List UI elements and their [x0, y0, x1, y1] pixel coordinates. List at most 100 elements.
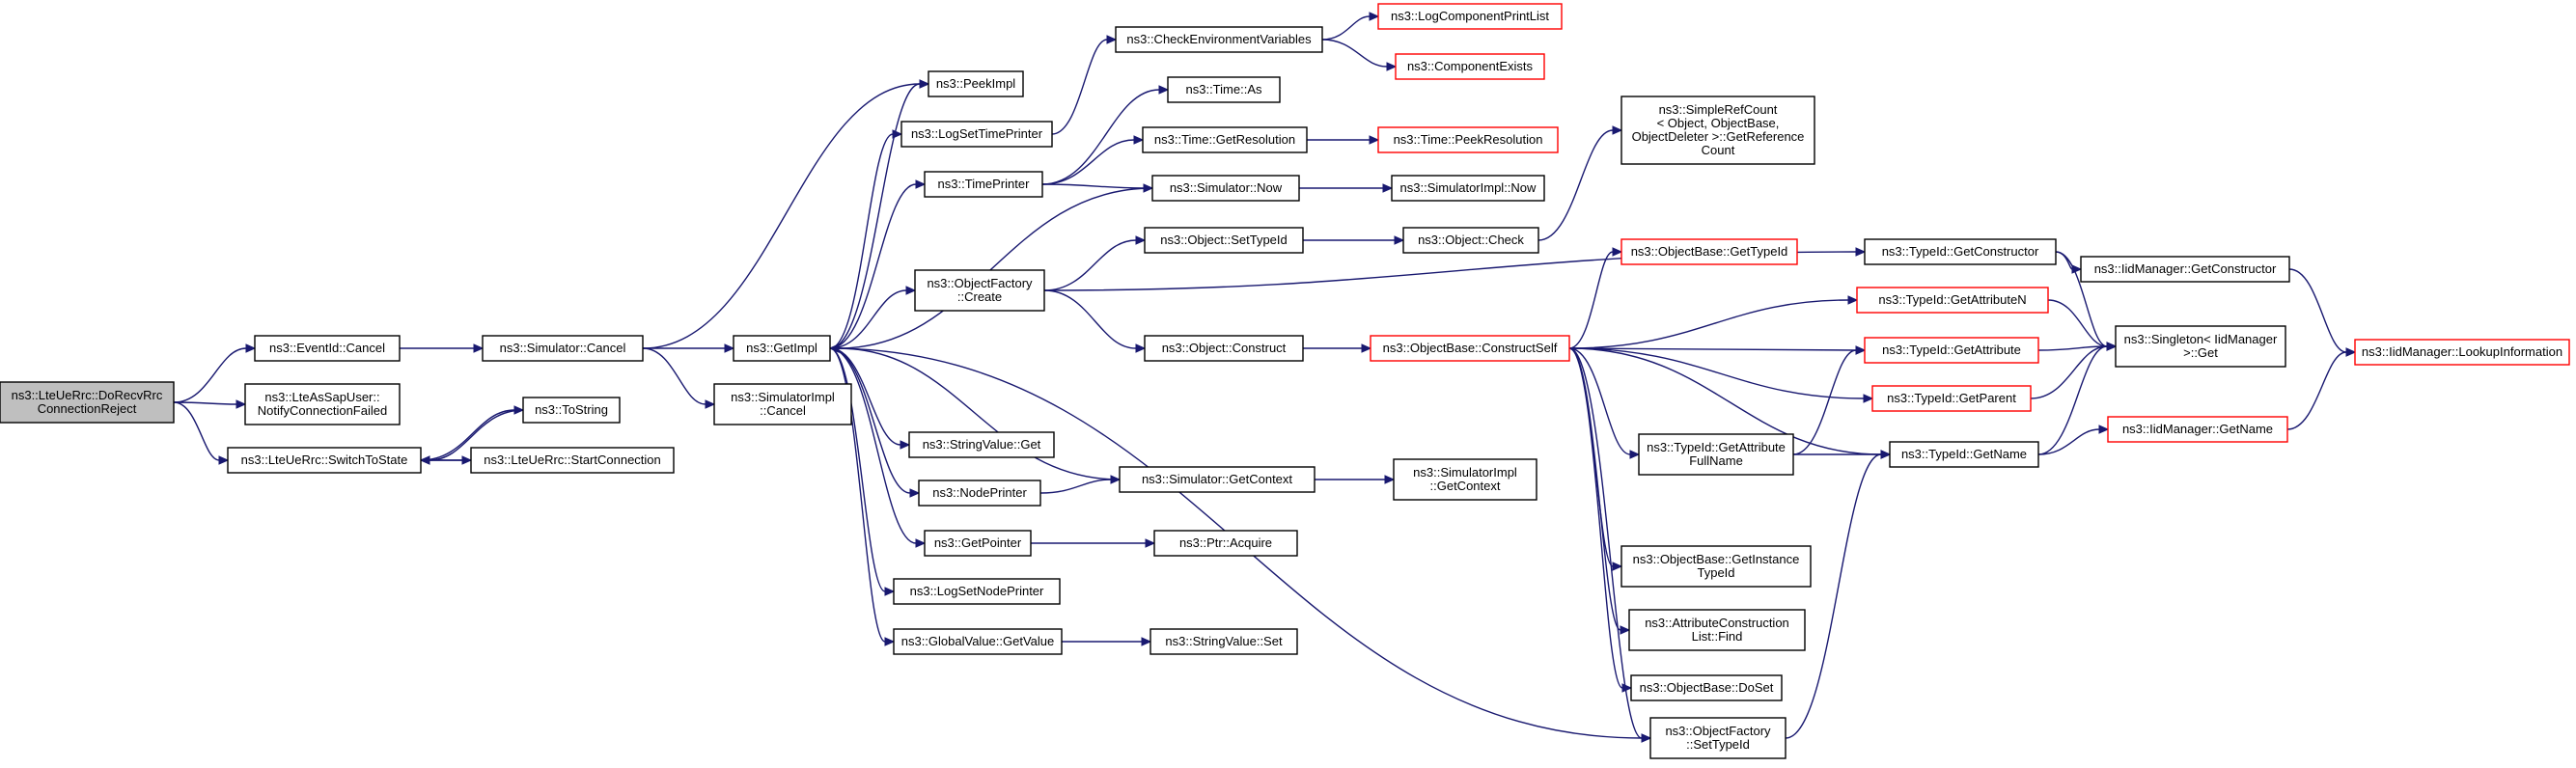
function-node-ns3-iidmanager-getconstructor[interactable]: ns3::IidManager::GetConstructor [2080, 256, 2290, 283]
function-node-ns3-simulator-now[interactable]: ns3::Simulator::Now [1151, 175, 1300, 202]
node-box [733, 335, 831, 362]
call-edge [400, 343, 485, 353]
function-node-ns3-lteuerrc-startconnection[interactable]: ns3::LteUeRrc::StartConnection [470, 447, 675, 474]
function-node-ns3-nodeprinter[interactable]: ns3::NodePrinter [918, 480, 1041, 507]
function-node-ns3-peekimpl[interactable]: ns3::PeekImpl [928, 70, 1024, 97]
function-node-ns3-simulatorimpl-cancel[interactable]: ns3::SimulatorImpl::Cancel [713, 383, 852, 425]
node-box [1628, 609, 1806, 651]
function-node-ns3-stringvalue-set[interactable]: ns3::StringValue::Set [1150, 628, 1298, 655]
node-label-line: ns3::Object::Check [1418, 233, 1524, 247]
function-node-ns3-tostring[interactable]: ns3::ToString [522, 397, 621, 424]
function-node-ns3-typeid-getparent[interactable]: ns3::TypeId::GetParent [1871, 385, 2032, 412]
function-node-ns3-timeprinter[interactable]: ns3::TimePrinter [924, 171, 1043, 198]
function-node-ns3-iidmanager-getname[interactable]: ns3::IidManager::GetName [2107, 416, 2288, 443]
call-edge [829, 79, 930, 349]
call-edge [1062, 637, 1152, 646]
node-label-line: List::Find [1692, 629, 1743, 644]
call-edge [1051, 35, 1118, 135]
function-nodes: ns3::LteUeRrc::DoRecvRrcConnectionReject… [0, 3, 2570, 759]
call-edge [1041, 85, 1170, 185]
node-label-line: ns3::TypeId::GetAttribute [1882, 343, 2021, 357]
function-node-ns3-typeid-getname[interactable]: ns3::TypeId::GetName [1889, 441, 2039, 468]
function-node-ns3-getimpl[interactable]: ns3::GetImpl [733, 335, 831, 362]
function-node-ns3-objectfactory-settypeid[interactable]: ns3::ObjectFactory::SetTypeId [1649, 717, 1787, 759]
call-edge [642, 347, 716, 409]
node-box [1871, 385, 2032, 412]
node-box [2107, 416, 2288, 443]
function-node-ns3-object-construct[interactable]: ns3::Object::Construct [1144, 335, 1304, 362]
node-label-line: ns3::PeekImpl [936, 76, 1015, 91]
function-node-ns3-simplerefcount-object-objectbase-objectdeleter-getreference-count[interactable]: ns3::SimpleRefCount< Object, ObjectBase,… [1620, 96, 1815, 165]
node-label-line: ns3::SimulatorImpl [1413, 465, 1517, 480]
node-box [928, 70, 1024, 97]
function-node-ns3-time-getresolution[interactable]: ns3::Time::GetResolution [1142, 126, 1308, 153]
function-node-ns3-globalvalue-getvalue[interactable]: ns3::GlobalValue::GetValue [893, 628, 1063, 655]
function-node-ns3-logcomponentprintlist[interactable]: ns3::LogComponentPrintList [1377, 3, 1563, 30]
function-node-ns3-object-check[interactable]: ns3::Object::Check [1402, 227, 1539, 254]
node-box [908, 431, 1055, 458]
function-node-ns3-logsettimeprinter[interactable]: ns3::LogSetTimePrinter [900, 121, 1053, 148]
node-box [227, 447, 422, 474]
node-label-line: ns3::TypeId::GetAttributeN [1878, 292, 2026, 307]
function-node-ns3-iidmanager-lookupinformation[interactable]: ns3::IidManager::LookupInformation [2354, 339, 2570, 366]
function-node-ns3-simulator-getcontext[interactable]: ns3::Simulator::GetContext [1119, 466, 1316, 493]
node-box [522, 397, 621, 424]
function-node-ns3-lteuerrc-switchtostate[interactable]: ns3::LteUeRrc::SwitchToState [227, 447, 422, 474]
node-box [924, 171, 1043, 198]
node-label-line: ns3::ObjectBase::GetInstance [1633, 552, 1800, 566]
function-node-ns3-componentexists[interactable]: ns3::ComponentExists [1395, 53, 1545, 80]
call-edge [1043, 235, 1147, 291]
node-box [1393, 458, 1537, 501]
node-label-line: ns3::LogSetNodePrinter [910, 584, 1044, 598]
node-label-line: ns3::SimulatorImpl::Now [1400, 180, 1537, 195]
function-node-ns3-simulatorimpl-now[interactable]: ns3::SimulatorImpl::Now [1391, 175, 1545, 202]
function-node-ns3-time-peekresolution[interactable]: ns3::Time::PeekResolution [1377, 126, 1559, 153]
function-node-ns3-objectbase-gettypeid[interactable]: ns3::ObjectBase::GetTypeId [1620, 238, 1798, 265]
function-node-ns3-simulatorimpl-getcontext[interactable]: ns3::SimulatorImpl::GetContext [1393, 458, 1537, 501]
function-node-ns3-ptr-acquire[interactable]: ns3::Ptr::Acquire [1153, 530, 1298, 557]
node-label-line: ConnectionReject [38, 401, 137, 416]
call-edge [2288, 268, 2357, 357]
function-node-ns3-checkenvironmentvariables[interactable]: ns3::CheckEnvironmentVariables [1115, 26, 1323, 53]
function-node-ns3-stringvalue-get[interactable]: ns3::StringValue::Get [908, 431, 1055, 458]
function-node-ns3-typeid-getconstructor[interactable]: ns3::TypeId::GetConstructor [1864, 238, 2057, 265]
node-label-line: ns3::ObjectFactory [927, 276, 1033, 290]
node-box [1620, 545, 1812, 588]
function-node-ns3-typeid-getattributen[interactable]: ns3::TypeId::GetAttributeN [1856, 287, 2049, 314]
call-edge [828, 343, 1121, 480]
node-label-line: TypeId [1697, 565, 1734, 580]
node-box [1370, 335, 1570, 362]
function-node-ns3-objectbase-doset[interactable]: ns3::ObjectBase::DoSet [1630, 674, 1783, 701]
function-node-ns3-objectbase-constructself[interactable]: ns3::ObjectBase::ConstructSelf [1370, 335, 1570, 362]
call-edges [173, 12, 2357, 743]
call-edge [1043, 289, 1147, 353]
node-label-line: ns3::GetImpl [746, 341, 817, 355]
function-node-ns3-lteassapuser-notifyconnectionfailed[interactable]: ns3::LteAsSapUser::NotifyConnectionFaile… [244, 383, 401, 425]
node-label-line: ns3::ToString [535, 402, 608, 417]
call-edge [1321, 12, 1380, 41]
call-edge [1785, 450, 1892, 739]
function-node-ns3-typeid-getattribute[interactable]: ns3::TypeId::GetAttribute [1864, 337, 2039, 364]
node-box [1119, 466, 1316, 493]
function-node-ns3-logsetnodeprinter[interactable]: ns3::LogSetNodePrinter [893, 578, 1061, 605]
function-node-ns3-singleton-iidmanager-get[interactable]: ns3::Singleton< IidManager>::Get [2115, 325, 2286, 368]
call-edge [829, 347, 927, 548]
node-label-line: ns3::Object::Construct [1162, 341, 1287, 355]
call-edge [1568, 347, 1652, 743]
node-label-line: ns3::StringValue::Get [923, 437, 1041, 452]
function-node-ns3-eventid-cancel[interactable]: ns3::EventId::Cancel [254, 335, 401, 362]
function-node-ns3-objectfactory-create[interactable]: ns3::ObjectFactory::Create [914, 269, 1045, 312]
function-node-ns3-time-as[interactable]: ns3::Time::As [1167, 76, 1281, 103]
node-label-line: ns3::SimpleRefCount [1659, 102, 1778, 117]
function-node-ns3-simulator-cancel[interactable]: ns3::Simulator::Cancel [482, 335, 644, 362]
call-edge [1568, 247, 1623, 349]
call-edge [2037, 425, 2110, 455]
function-node-ns3-object-settypeid[interactable]: ns3::Object::SetTypeId [1144, 227, 1304, 254]
node-label-line: ns3::ObjectBase::DoSet [1640, 680, 1774, 695]
function-node-ns3-getpointer[interactable]: ns3::GetPointer [924, 530, 1032, 557]
